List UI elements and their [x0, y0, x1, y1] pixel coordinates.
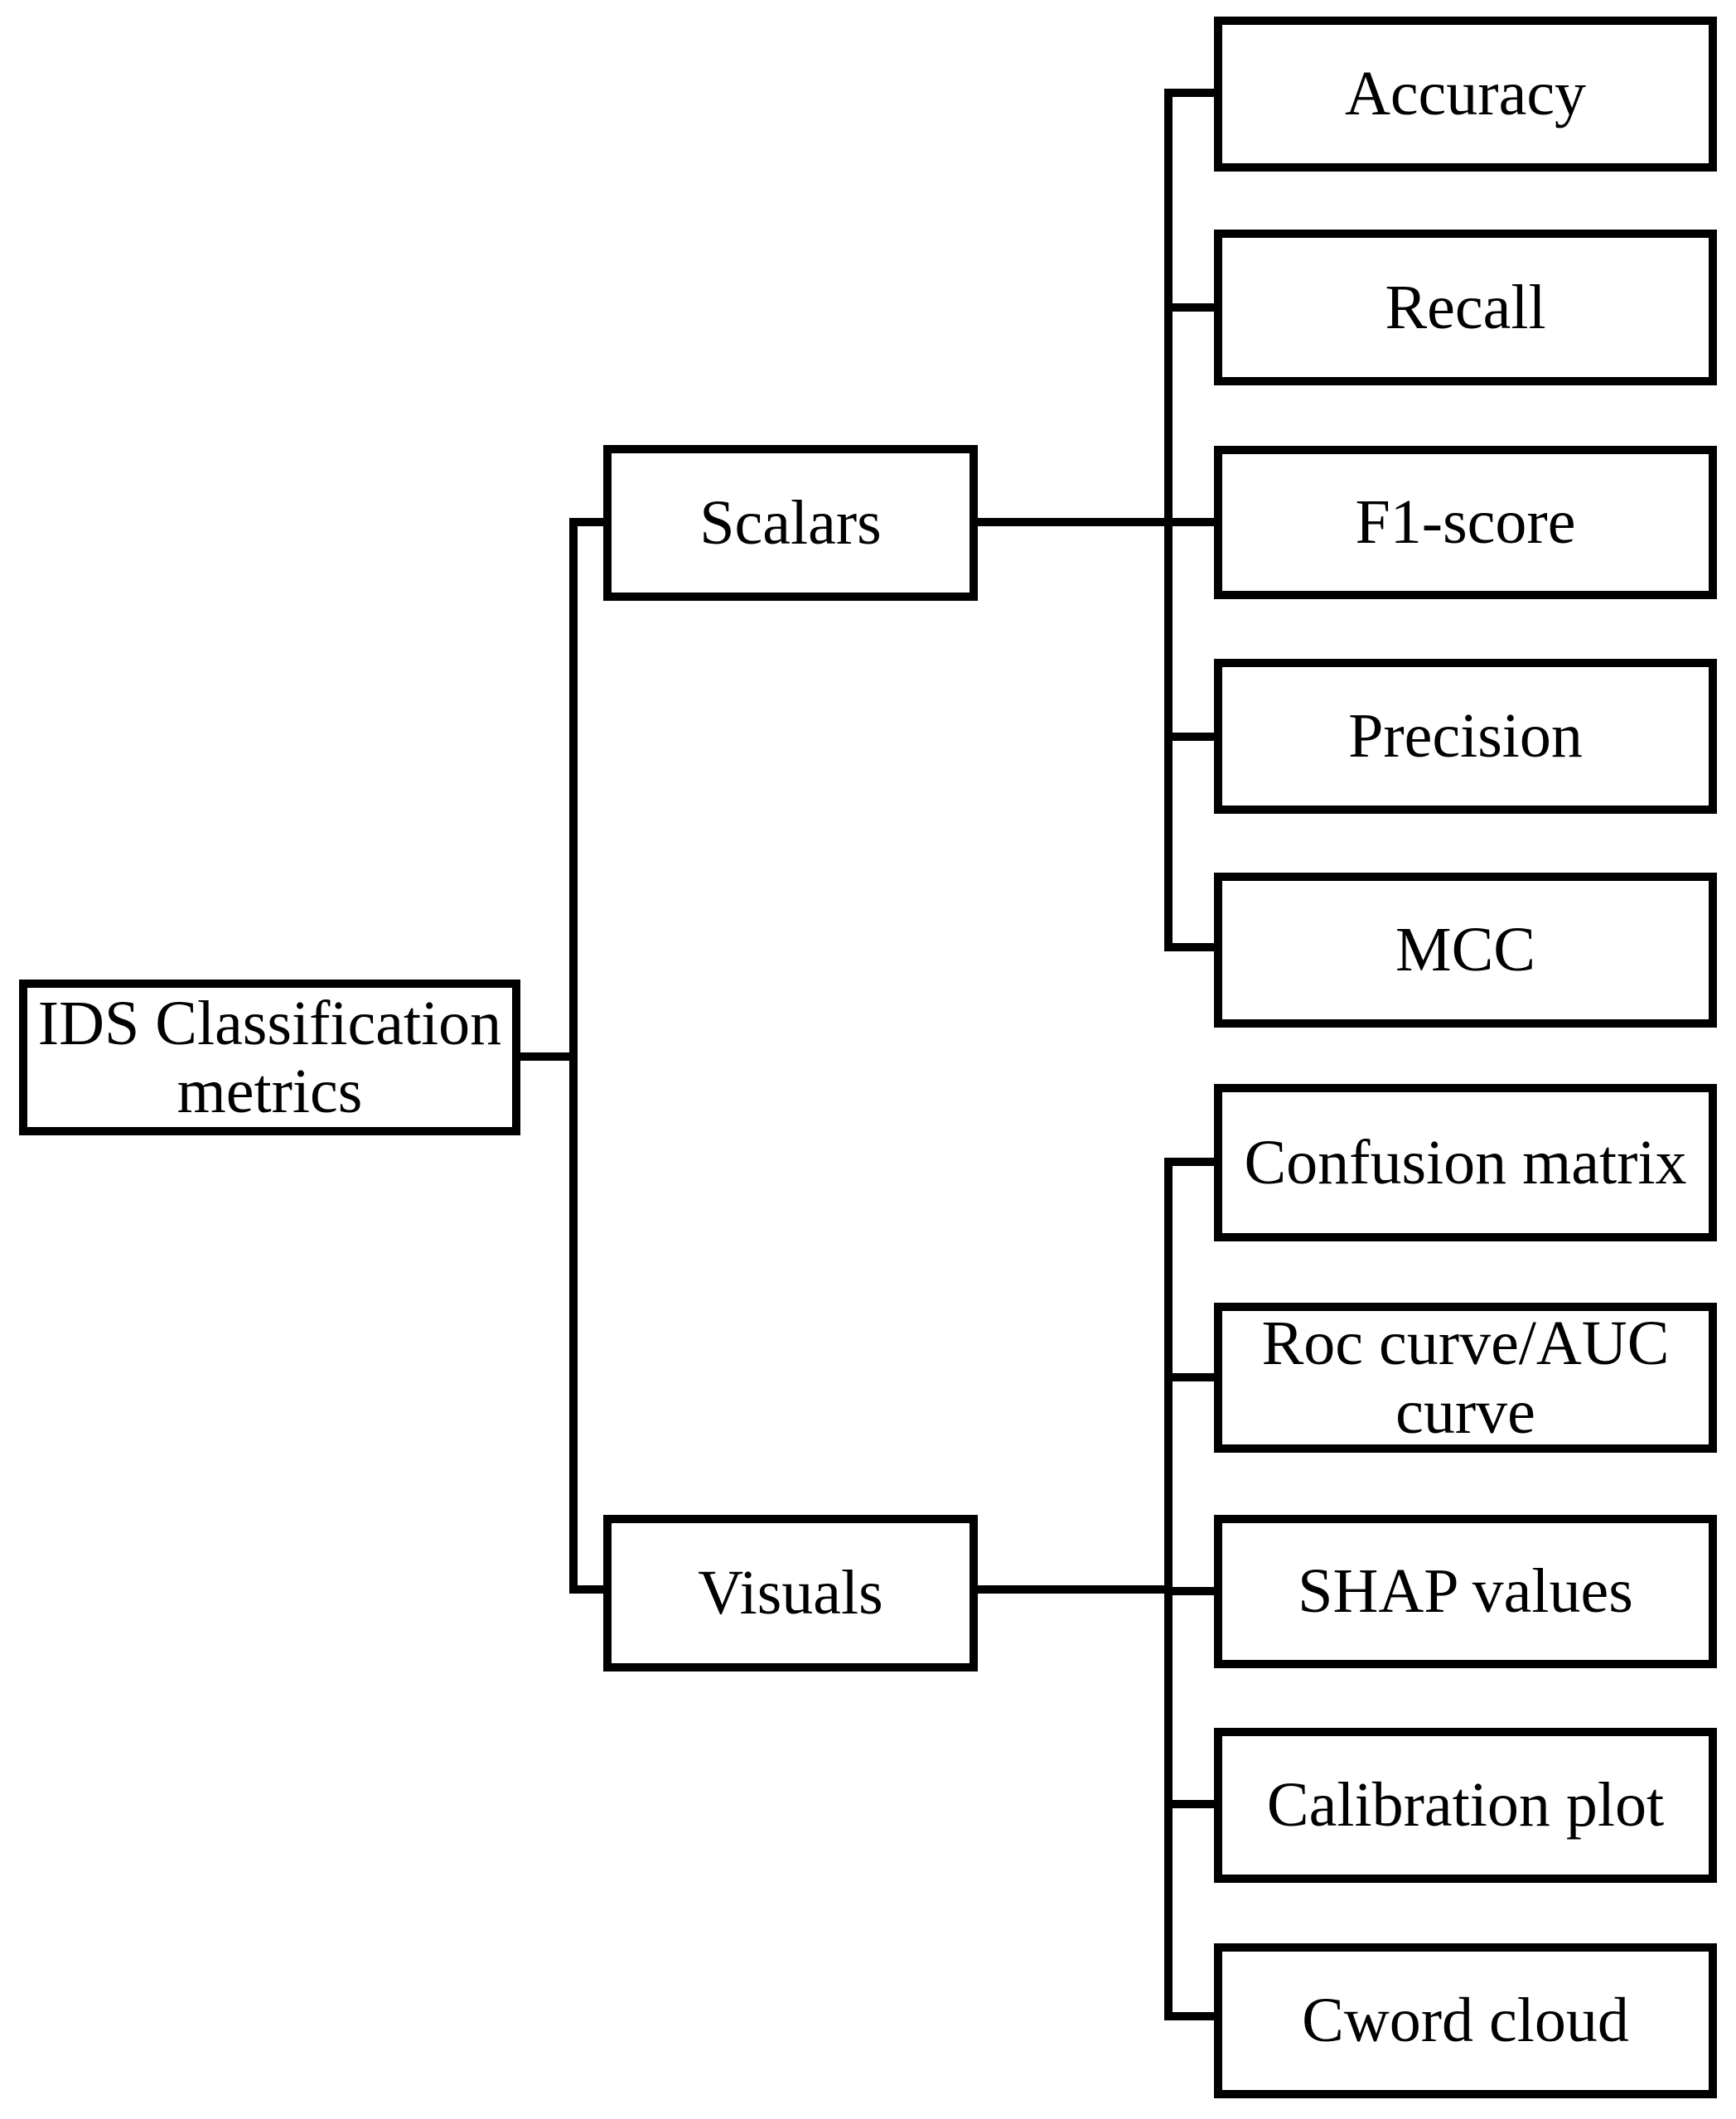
node-confusion-matrix-label: Confusion matrix [1244, 1127, 1687, 1197]
node-precision[interactable]: Precision [1214, 659, 1717, 814]
edge-scalars-to-spine [970, 518, 1173, 526]
edge-spine-to-calibration-plot [1164, 1800, 1222, 1808]
node-visuals[interactable]: Visuals [603, 1515, 978, 1671]
node-mcc[interactable]: MCC [1214, 873, 1717, 1028]
node-cword-cloud[interactable]: Cword cloud [1214, 1943, 1717, 2098]
edge-spine-to-f1-score [1164, 518, 1222, 526]
node-recall[interactable]: Recall [1214, 230, 1717, 385]
edge-visuals-to-spine [970, 1585, 1173, 1594]
node-recall-label: Recall [1385, 272, 1546, 342]
edge-root-to-trunk [512, 1052, 578, 1061]
node-shap-values-label: SHAP values [1298, 1556, 1633, 1627]
edge-spine-to-mcc [1164, 943, 1222, 951]
node-precision-label: Precision [1348, 701, 1583, 772]
node-confusion-matrix[interactable]: Confusion matrix [1214, 1084, 1717, 1241]
edge-spine-to-roc-auc-curve [1164, 1373, 1222, 1381]
edge-spine-to-precision [1164, 733, 1222, 741]
edge-spine-to-accuracy [1164, 89, 1222, 97]
node-f1-score-label: F1-score [1355, 487, 1576, 558]
edge-spine-to-shap-values [1164, 1587, 1222, 1595]
node-f1-score[interactable]: F1-score [1214, 446, 1717, 599]
node-calibration-plot[interactable]: Calibration plot [1214, 1728, 1717, 1883]
node-mcc-label: MCC [1395, 915, 1535, 985]
node-accuracy-label: Accuracy [1344, 59, 1587, 129]
edge-spine-to-cword-cloud [1164, 2012, 1222, 2020]
node-calibration-plot-label: Calibration plot [1266, 1770, 1665, 1841]
node-visuals-label: Visuals [698, 1558, 883, 1628]
node-cword-cloud-label: Cword cloud [1302, 1986, 1629, 2056]
node-scalars[interactable]: Scalars [603, 445, 978, 601]
edge-trunk-vertical [569, 518, 578, 1594]
node-shap-values[interactable]: SHAP values [1214, 1515, 1717, 1668]
edge-trunk-to-visuals [569, 1585, 612, 1594]
node-scalars-label: Scalars [699, 487, 882, 558]
edge-spine-to-confusion-matrix [1164, 1158, 1222, 1166]
edge-trunk-to-scalars [569, 518, 612, 526]
edge-spine-to-recall [1164, 303, 1222, 312]
node-accuracy[interactable]: Accuracy [1214, 17, 1717, 172]
